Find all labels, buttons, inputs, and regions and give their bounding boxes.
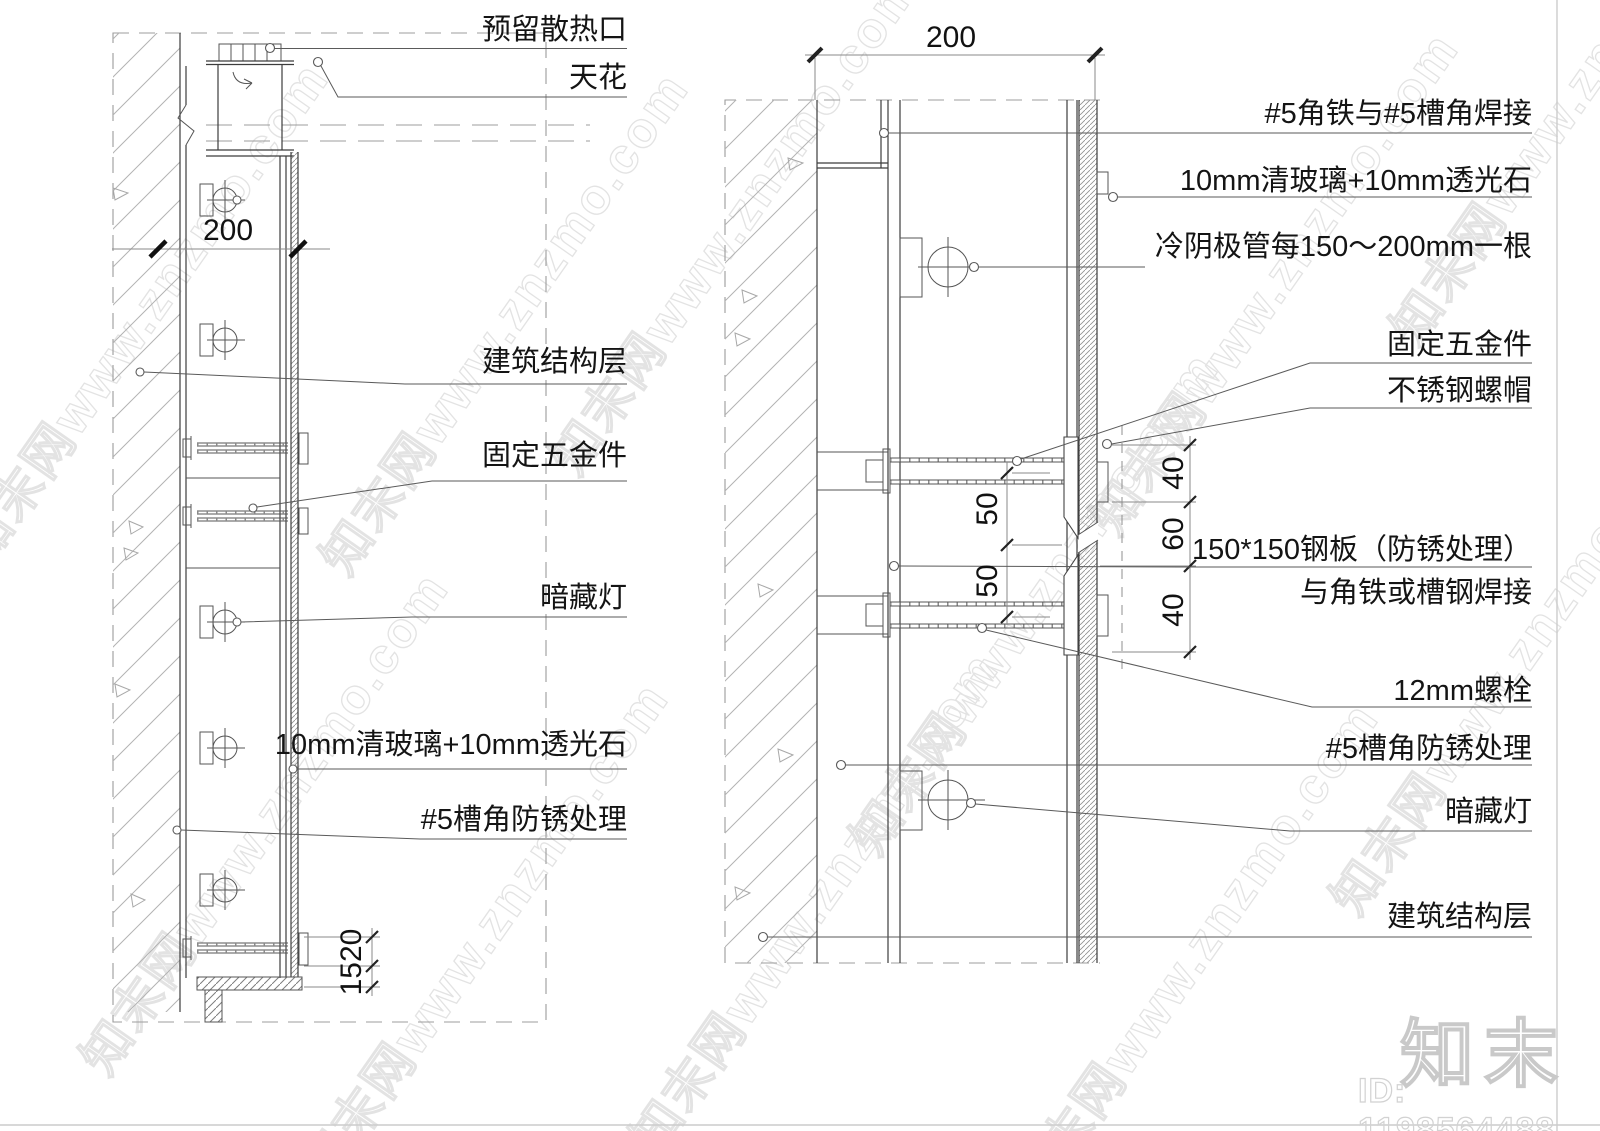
angle-iron [817,100,888,169]
joint-plate [1063,553,1079,656]
channel-steel [279,156,287,978]
label-structure-right: 建筑结构层 [1386,901,1532,933]
airflow-arrow-icon [232,71,253,90]
ceiling-cap [206,149,294,157]
leader-lines-right [757,127,1532,943]
dim-text-40-top: 40 [1157,456,1190,490]
dim-1520 [304,928,380,996]
vent-grille [206,43,294,157]
concealed-lamp [199,180,245,220]
label-ceiling: 天花 [568,62,627,94]
label-hardware-left: 固定五金件 [481,440,627,472]
break-symbol [177,104,195,146]
label-bolt: 12mm螺栓 [1393,675,1532,707]
label-glass-left: 10mm清玻璃+10mm透光石 [274,729,627,761]
label-cold-cathode: 冷阴极管每150～200mm一根 [1154,231,1532,263]
dim-40-60-40 [1100,436,1197,660]
dim-text-50-top: 50 [971,492,1004,526]
dim-200-left [112,239,330,259]
joint-plate [1063,436,1079,540]
fixing-rod-assembly [182,932,309,966]
label-hidden-light-right: 暗藏灯 [1444,796,1532,828]
glass-clamp [1096,461,1109,503]
concealed-lamp [199,320,245,360]
fixing-rod-assembly [817,592,1064,638]
dim-200-right [805,46,1105,100]
site-logo: 知末 [1399,1012,1568,1097]
label-weld: #5角铁与#5槽角焊接 [1264,98,1532,130]
label-glass-right: 10mm清玻璃+10mm透光石 [1179,165,1532,197]
left-section-view [112,32,627,1023]
leader-lines-left [135,42,627,840]
base-channel [196,976,303,1023]
right-section-view [724,46,1532,964]
label-steel-plate-2: 与角铁或槽钢焊接 [1299,577,1532,609]
fixing-rod-assembly [182,432,309,465]
dim-text-1520: 1520 [335,928,368,996]
fixing-rod-assembly [817,448,1064,494]
dim-text-50-bottom: 50 [971,564,1004,598]
label-hidden-light-left: 暗藏灯 [539,582,627,614]
dim-text-200-left: 200 [202,214,254,247]
glass-clamp [1096,171,1109,195]
label-channel-right: #5槽角防锈处理 [1325,733,1532,765]
cold-cathode-lamp [899,237,985,298]
concealed-lamp [199,728,245,768]
concealed-lamp [199,870,245,910]
dim-text-40-bottom: 40 [1157,593,1190,627]
panel-joint-gap [1078,522,1098,553]
concrete-wall-hatch [113,33,180,1012]
label-channel-left: #5槽角防锈处理 [420,804,627,836]
image-id: ID: 1198564488 [1357,1071,1556,1131]
dim-50-50 [1000,462,1062,625]
concrete-wall-hatch [725,100,817,963]
dim-text-200-right: 200 [925,21,977,54]
fixing-rod-assembly [182,504,309,535]
dim-text-60-mid: 60 [1157,517,1190,551]
label-hardware-right: 固定五金件 [1386,329,1532,361]
label-steel-nut: 不锈钢螺帽 [1386,375,1532,407]
glass-stone-panel [291,152,298,977]
label-steel-plate: 150*150钢板（防锈处理） [1191,534,1532,566]
glass-clamp [1096,594,1109,637]
channel-steel [887,100,901,963]
label-reserved-vent: 预留散热口 [481,14,627,46]
label-structure-left: 建筑结构层 [481,346,627,378]
